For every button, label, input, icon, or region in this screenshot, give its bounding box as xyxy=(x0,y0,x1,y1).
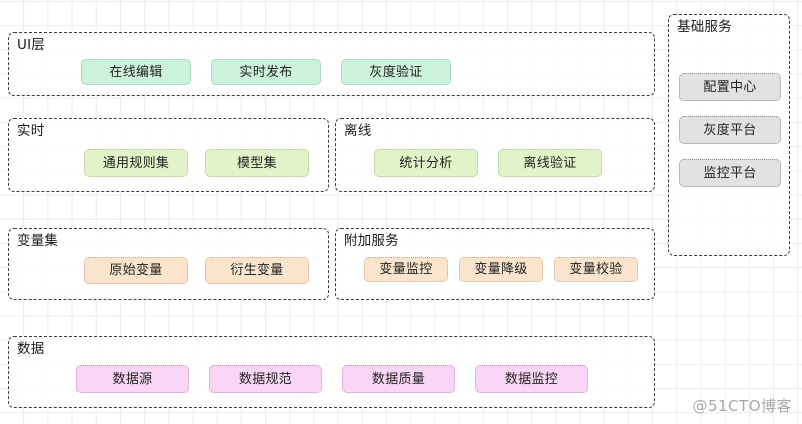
node-data-quality[interactable]: 数据质量 xyxy=(342,365,455,393)
watermark: @51CTO博客 xyxy=(692,397,792,415)
node-config-center[interactable]: 配置中心 xyxy=(679,73,781,101)
group-offline[interactable]: 离线 统计分析 离线验证 xyxy=(335,118,655,192)
group-variable-set[interactable]: 变量集 原始变量 衍生变量 xyxy=(8,228,329,300)
node-row-realtime: 通用规则集 模型集 xyxy=(9,149,328,177)
node-row-additional-services: 变量监控 变量降级 变量校验 xyxy=(336,257,654,282)
node-statistical-analysis[interactable]: 统计分析 xyxy=(374,149,478,177)
node-stack-basic-services: 配置中心 灰度平台 监控平台 xyxy=(679,73,781,187)
group-title-data: 数据 xyxy=(17,341,45,357)
node-offline-verify[interactable]: 离线验证 xyxy=(498,149,602,177)
node-derived-variable[interactable]: 衍生变量 xyxy=(205,257,309,284)
node-data-monitor[interactable]: 数据监控 xyxy=(475,365,588,393)
node-common-ruleset[interactable]: 通用规则集 xyxy=(84,149,188,177)
group-basic-services[interactable]: 基础服务 配置中心 灰度平台 监控平台 xyxy=(668,14,790,256)
node-row-offline: 统计分析 离线验证 xyxy=(336,149,654,177)
node-raw-variable[interactable]: 原始变量 xyxy=(84,257,188,284)
group-title-additional-services: 附加服务 xyxy=(344,233,399,249)
group-title-offline: 离线 xyxy=(344,123,372,139)
group-ui-layer[interactable]: UI层 在线编辑 实时发布 灰度验证 xyxy=(8,32,655,96)
node-model-set[interactable]: 模型集 xyxy=(205,149,309,177)
node-gray-platform[interactable]: 灰度平台 xyxy=(679,116,781,144)
node-data-standard[interactable]: 数据规范 xyxy=(209,365,322,393)
group-title-basic-services: 基础服务 xyxy=(677,19,732,35)
group-additional-services[interactable]: 附加服务 变量监控 变量降级 变量校验 xyxy=(335,228,655,300)
group-title-variable-set: 变量集 xyxy=(17,233,59,249)
node-variable-validate[interactable]: 变量校验 xyxy=(554,257,638,282)
group-realtime[interactable]: 实时 通用规则集 模型集 xyxy=(8,118,329,192)
node-gray-verify[interactable]: 灰度验证 xyxy=(341,59,451,85)
node-monitor-platform[interactable]: 监控平台 xyxy=(679,159,781,187)
node-data-source[interactable]: 数据源 xyxy=(76,365,189,393)
node-variable-monitor[interactable]: 变量监控 xyxy=(364,257,448,282)
node-row-ui-layer: 在线编辑 实时发布 灰度验证 xyxy=(9,59,654,85)
node-variable-degrade[interactable]: 变量降级 xyxy=(459,257,543,282)
node-online-edit[interactable]: 在线编辑 xyxy=(81,59,191,85)
group-title-realtime: 实时 xyxy=(17,123,45,139)
node-row-data: 数据源 数据规范 数据质量 数据监控 xyxy=(9,365,654,393)
group-title-ui-layer: UI层 xyxy=(17,37,45,53)
group-data[interactable]: 数据 数据源 数据规范 数据质量 数据监控 xyxy=(8,336,655,408)
node-row-variable-set: 原始变量 衍生变量 xyxy=(9,257,328,284)
node-realtime-publish[interactable]: 实时发布 xyxy=(211,59,321,85)
